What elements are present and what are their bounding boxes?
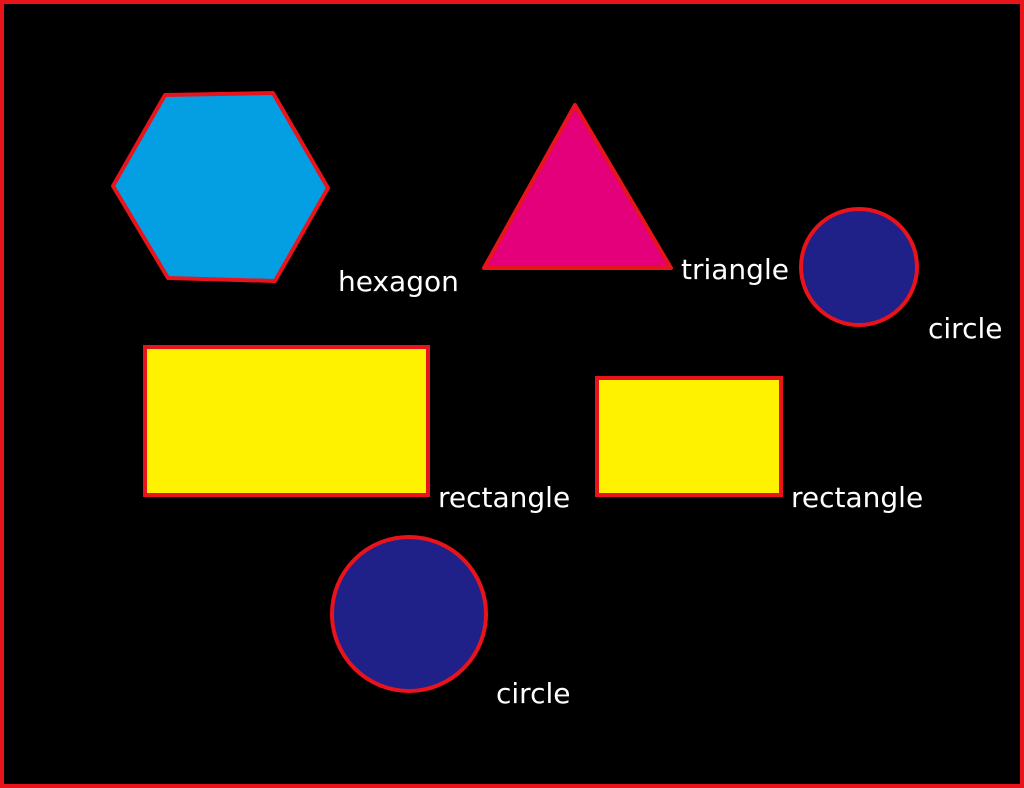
rectangle-label-left: rectangle	[438, 481, 571, 514]
circle-shape-top-right	[799, 207, 919, 327]
circle-label-top-right: circle	[928, 312, 1003, 345]
rectangle-shape-left	[143, 345, 430, 497]
rectangle-shape-right	[595, 376, 783, 497]
hexagon-label: hexagon	[338, 265, 459, 298]
triangle-shape	[482, 103, 673, 270]
circle-label-bottom: circle	[496, 677, 571, 710]
circle-shape-bottom	[330, 535, 488, 693]
rectangle-label-right: rectangle	[791, 481, 924, 514]
hexagon-shape	[111, 91, 330, 283]
triangle-label: triangle	[681, 253, 789, 286]
